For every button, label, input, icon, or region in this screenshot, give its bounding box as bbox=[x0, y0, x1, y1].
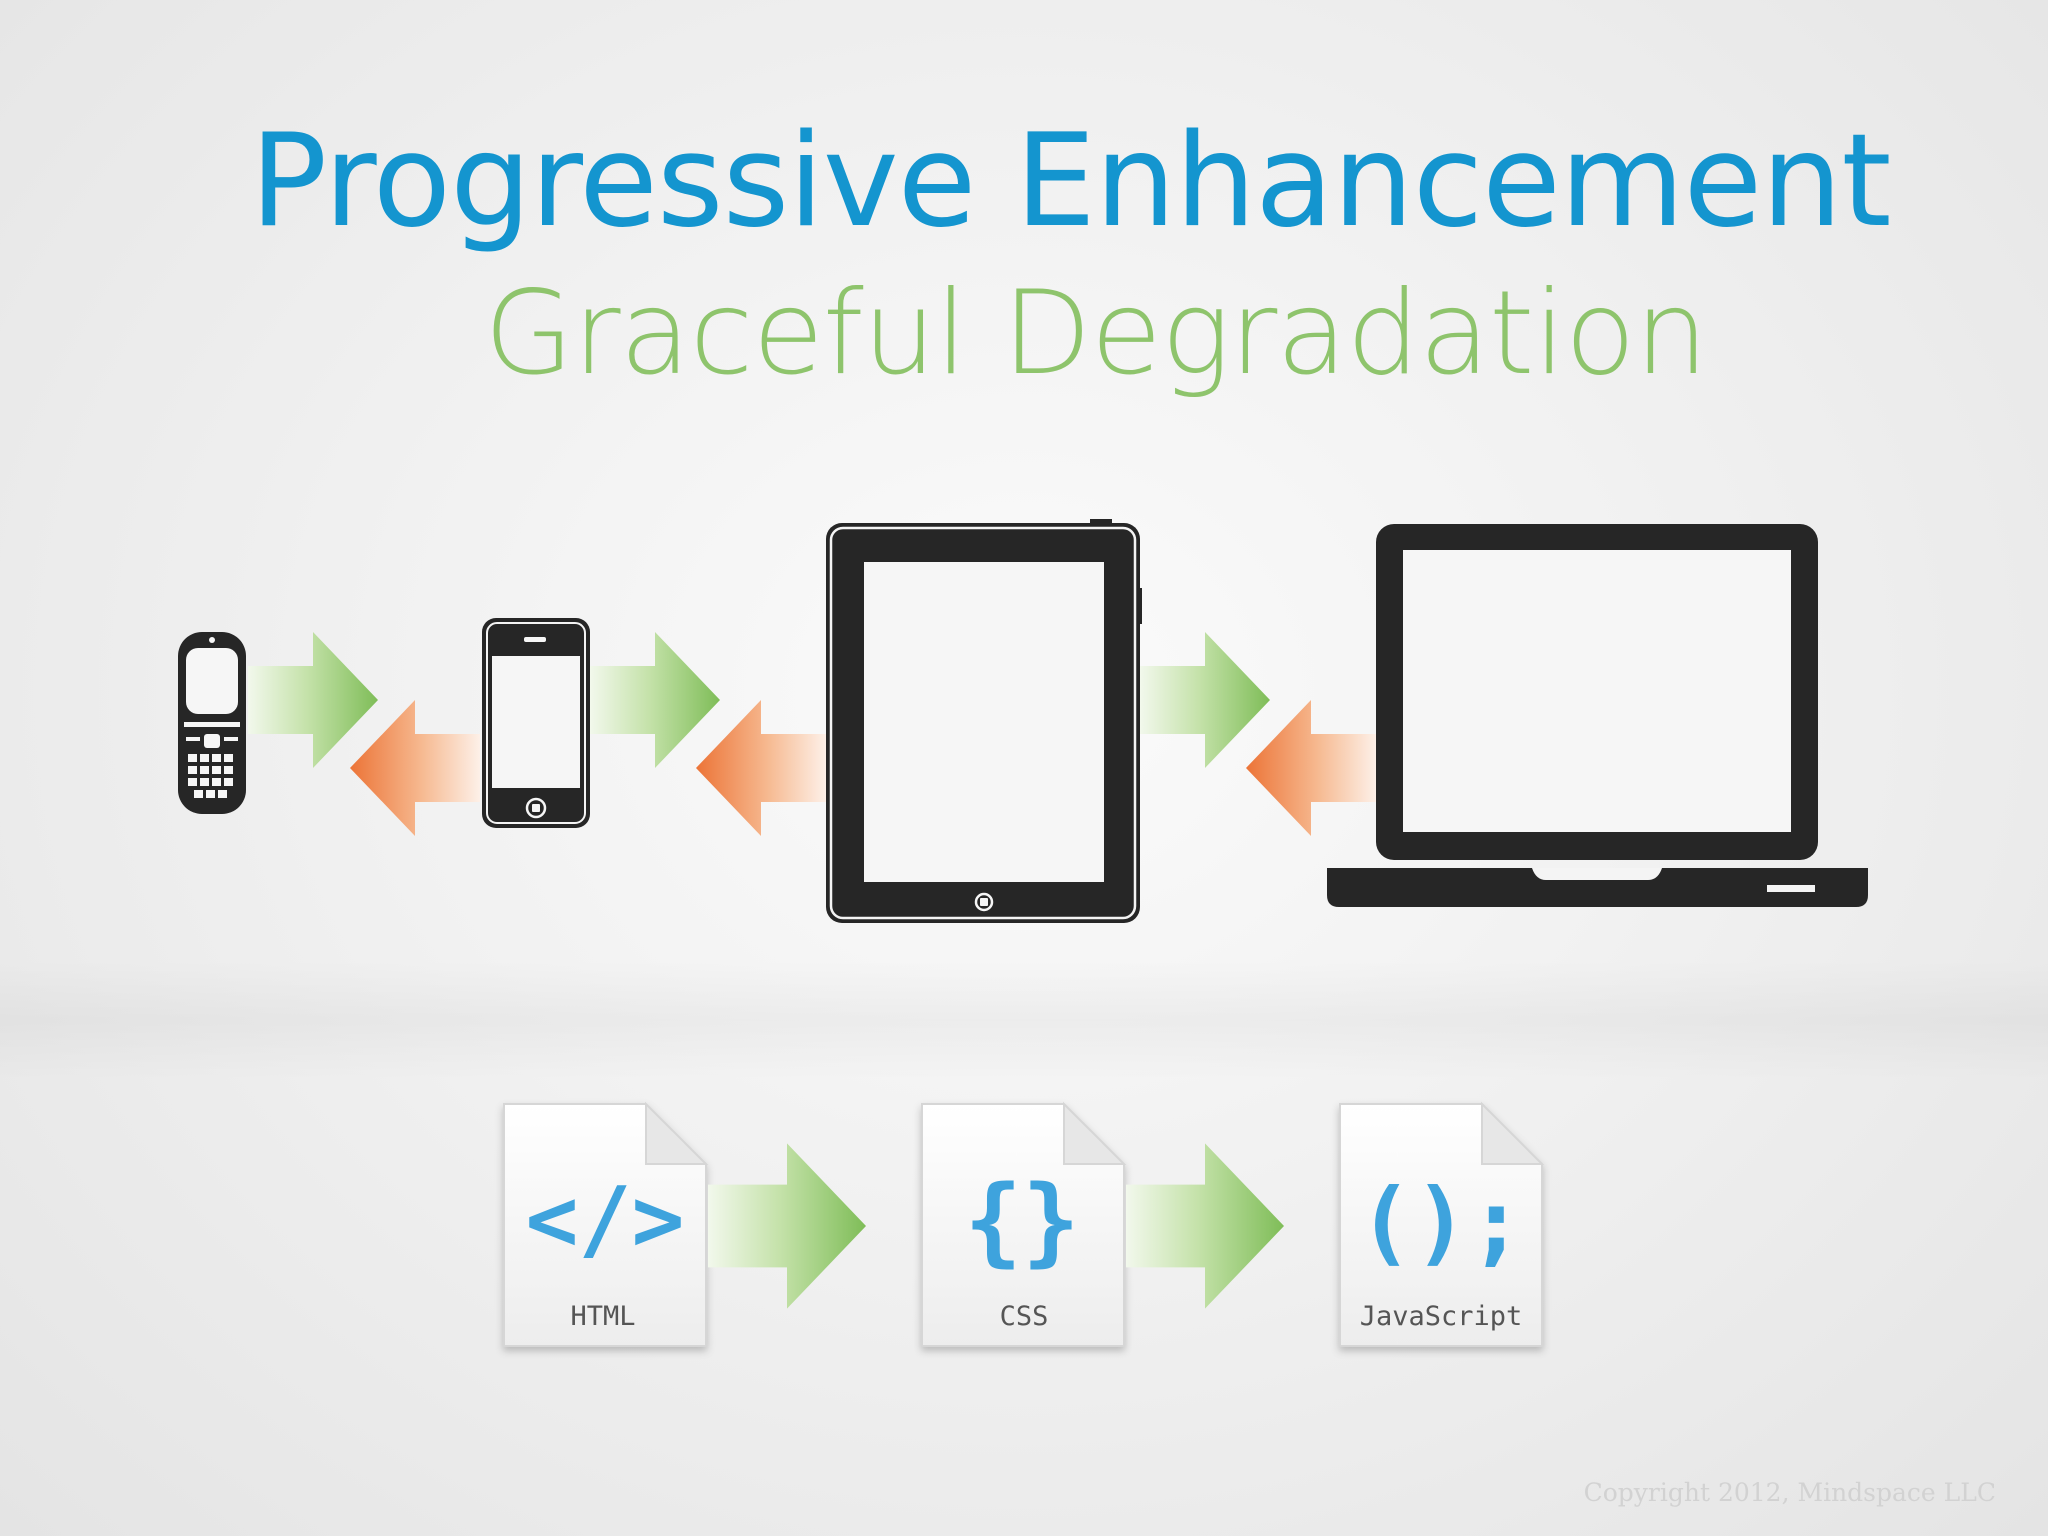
copyright-notice: Copyright 2012, Mindspace LLC bbox=[1583, 1478, 1996, 1507]
html-file-icon bbox=[503, 1101, 709, 1347]
slide-subtitle: Graceful Degradation bbox=[484, 266, 1708, 401]
javascript-file-icon bbox=[1339, 1101, 1545, 1347]
tablet-icon bbox=[826, 519, 1142, 923]
html-glyph: </> bbox=[526, 1168, 685, 1271]
feature-phone-icon bbox=[178, 632, 246, 814]
background-shadow-band bbox=[0, 960, 2048, 1080]
degrade-arrow-3 bbox=[1246, 700, 1376, 836]
javascript-glyph: (); bbox=[1358, 1169, 1524, 1276]
enhance-arrow-css-js bbox=[1126, 1143, 1284, 1309]
laptop-icon bbox=[1327, 524, 1868, 907]
css-file-label: CSS bbox=[1000, 1301, 1049, 1332]
degrade-arrow-1 bbox=[350, 700, 480, 836]
javascript-file-label: JavaScript bbox=[1360, 1301, 1523, 1332]
enhance-arrow-3 bbox=[1140, 632, 1270, 768]
degrade-arrow-2 bbox=[696, 700, 826, 836]
enhance-arrow-1 bbox=[248, 632, 378, 768]
slide-title: Progressive Enhancement bbox=[250, 107, 1892, 256]
html-file-label: HTML bbox=[570, 1301, 635, 1332]
css-glyph: {} bbox=[964, 1165, 1080, 1277]
css-file-icon bbox=[921, 1101, 1127, 1347]
enhance-arrow-2 bbox=[590, 632, 720, 768]
smartphone-icon bbox=[482, 618, 590, 828]
enhance-arrow-html-css bbox=[708, 1143, 866, 1309]
